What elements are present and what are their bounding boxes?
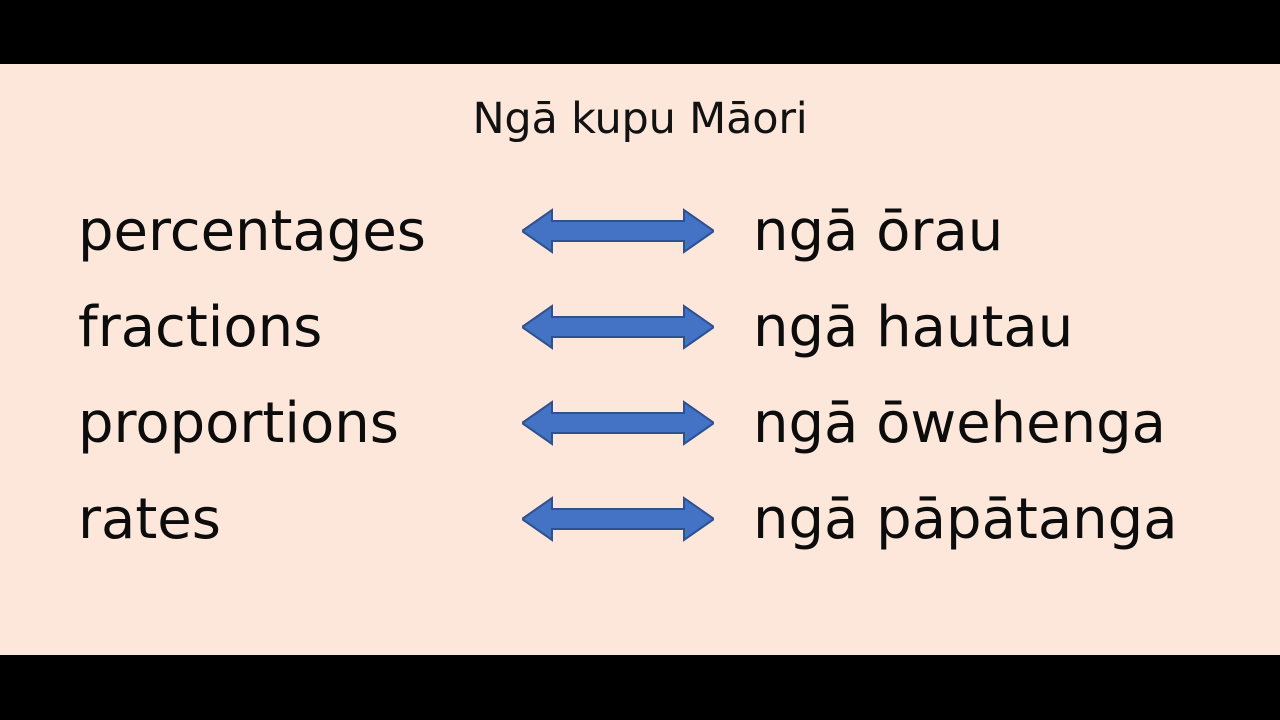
english-term: fractions [78,295,323,360]
maori-term: ngā pāpātanga [753,487,1178,552]
double-headed-arrow-icon [522,399,714,447]
vocabulary-pair-row: rates ngā pāpātanga [0,483,1280,579]
double-headed-arrow-icon [522,495,714,543]
page-title: Ngā kupu Māori [472,94,808,144]
maori-term: ngā hautau [753,295,1074,360]
vocabulary-pair-row: proportions ngā ōwehenga [0,387,1280,483]
vocabulary-pair-list: percentages ngā ōrau fractions ngā hauta… [0,195,1280,579]
maori-term: ngā ōrau [753,199,1004,264]
vocabulary-pair-row: fractions ngā hautau [0,291,1280,387]
vocabulary-pair-row: percentages ngā ōrau [0,195,1280,291]
letterbox-bar-bottom [0,655,1280,720]
english-term: percentages [78,199,426,264]
double-headed-arrow-icon [522,303,714,351]
english-term: proportions [78,391,399,456]
english-term: rates [78,487,221,552]
double-headed-arrow-icon [522,207,714,255]
slide-canvas: Ngā kupu Māori percentages ngā ōrau frac… [0,64,1280,655]
maori-term: ngā ōwehenga [753,391,1166,456]
letterbox-bar-top [0,0,1280,64]
